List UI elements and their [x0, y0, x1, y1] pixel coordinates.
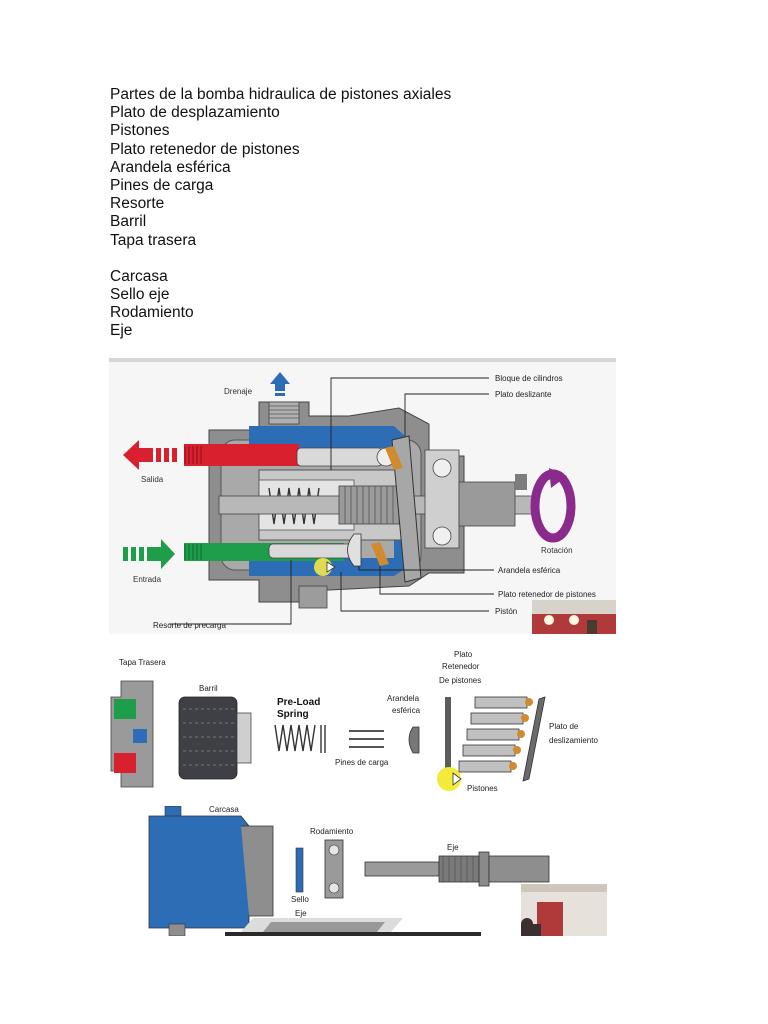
bearing-ball-lower — [432, 526, 452, 546]
back-cover-part — [110, 680, 154, 788]
rotation-arrow-icon — [530, 468, 576, 543]
top-strip — [109, 358, 616, 362]
spherical-washer — [347, 533, 362, 567]
label-pines: Pines de carga — [335, 758, 389, 767]
pump-cutaway-figure: Drenaje Salida Entrada — [109, 358, 616, 634]
label-piston: Pistón — [495, 607, 517, 616]
pump-cutaway-drawing: Drenaje Salida Entrada — [109, 358, 616, 634]
label-tapa: Tapa Trasera — [119, 658, 166, 667]
bearing-ball-upper — [432, 458, 452, 478]
label-sello-1: Sello — [291, 895, 309, 904]
part-item: Plato de desplazamiento — [110, 104, 280, 122]
shaft-key — [515, 474, 527, 490]
label-plato-deslizante: Plato deslizante — [495, 390, 552, 399]
part-item: Pines de carga — [110, 177, 214, 195]
part-item: Eje — [110, 322, 133, 340]
shaft-seal-part — [295, 847, 304, 893]
part-item: Sello eje — [110, 286, 170, 304]
spherical-washer-part — [408, 726, 420, 754]
inlet-arrow-icon — [123, 539, 175, 569]
housing-shaft-figure: Carcasa Sello Eje Rodamiento Eje — [145, 806, 607, 936]
upper-piston — [296, 447, 383, 467]
part-item: Arandela esférica — [110, 158, 231, 176]
label-retenedor-3: De pistones — [439, 676, 481, 685]
part-item: Plato retenedor de pistones — [110, 140, 300, 158]
slipper-lower — [371, 542, 389, 566]
logo-strip — [225, 918, 481, 936]
part-item: Barril — [110, 213, 147, 231]
load-pins-part — [349, 730, 384, 748]
outlet-port-threads — [184, 446, 202, 464]
exploded-parts-drawing: Tapa Trasera Barril Pre-Load Spring Pine… — [110, 650, 598, 793]
webcam-inset — [521, 884, 607, 936]
part-item: Rodamiento — [110, 304, 194, 322]
barrel-part — [178, 696, 252, 780]
outlet-piston-bore — [249, 444, 299, 466]
inlet-port-threads — [184, 544, 202, 560]
highlight-marker — [437, 767, 461, 791]
shaft-collar — [458, 481, 516, 527]
label-preload-2: Spring — [277, 709, 309, 720]
exploded-parts-figure: Tapa Trasera Barril Pre-Load Spring Pine… — [109, 645, 607, 805]
label-arandela-1: Arandela — [387, 694, 420, 703]
bottom-plug — [298, 585, 328, 609]
leader-lines — [169, 377, 494, 625]
pointer-icon — [452, 772, 462, 786]
bearing-part — [324, 839, 344, 899]
part-item: Resorte — [110, 195, 165, 213]
drain-port-threads — [268, 401, 300, 425]
label-arandela: Arandela esférica — [498, 566, 561, 575]
label-barril: Barril — [199, 684, 218, 693]
retainer-plate-part — [445, 697, 451, 789]
label-rotacion: Rotación — [541, 546, 573, 555]
label-entrada: Entrada — [133, 575, 162, 584]
label-bloque: Bloque de cilindros — [495, 374, 563, 383]
label-carcasa: Carcasa — [209, 806, 239, 814]
housing-part — [148, 806, 274, 936]
label-retenedor-2: Retenedor — [442, 662, 480, 671]
drain-thread-lines — [269, 405, 299, 419]
label-eje: Eje — [447, 843, 459, 852]
preload-spring-part — [274, 724, 326, 753]
label-plato-retenedor: Plato retenedor de pistones — [498, 590, 596, 599]
label-desliz-2: deslizamiento — [549, 736, 598, 745]
pistons-part — [458, 696, 533, 773]
document-title: Partes de la bomba hidraulica de pistone… — [110, 86, 452, 103]
blank-line — [110, 250, 451, 268]
slipper-upper — [385, 446, 403, 470]
part-item: Carcasa — [110, 267, 168, 285]
shaft-part — [364, 851, 550, 887]
housing-shaft-drawing: Carcasa Sello Eje Rodamiento Eje — [148, 806, 607, 936]
label-rodamiento: Rodamiento — [310, 827, 354, 836]
label-sello-2: Eje — [295, 909, 307, 918]
label-salida: Salida — [141, 475, 164, 484]
swash-plate — [391, 435, 422, 583]
part-item: Pistones — [110, 122, 170, 140]
webcam-inset — [532, 600, 616, 634]
label-retenedor-1: Plato — [454, 650, 473, 659]
label-desliz-1: Plato de — [549, 722, 579, 731]
label-preload-1: Pre-Load — [277, 697, 320, 708]
label-drenaje: Drenaje — [224, 387, 253, 396]
label-resorte: Resorte de precarga — [153, 621, 226, 630]
pointer-icon — [326, 561, 336, 573]
lower-piston — [268, 543, 360, 559]
slide-plate-part — [522, 696, 546, 782]
label-pistones: Pistones — [467, 784, 498, 793]
drain-arrow-icon — [270, 372, 290, 396]
label-arandela-2: esférica — [392, 706, 421, 715]
outlet-arrow-icon — [123, 440, 177, 470]
part-item: Tapa trasera — [110, 231, 197, 249]
parts-text-block: Partes de la bomba hidraulica de pistone… — [110, 86, 451, 341]
